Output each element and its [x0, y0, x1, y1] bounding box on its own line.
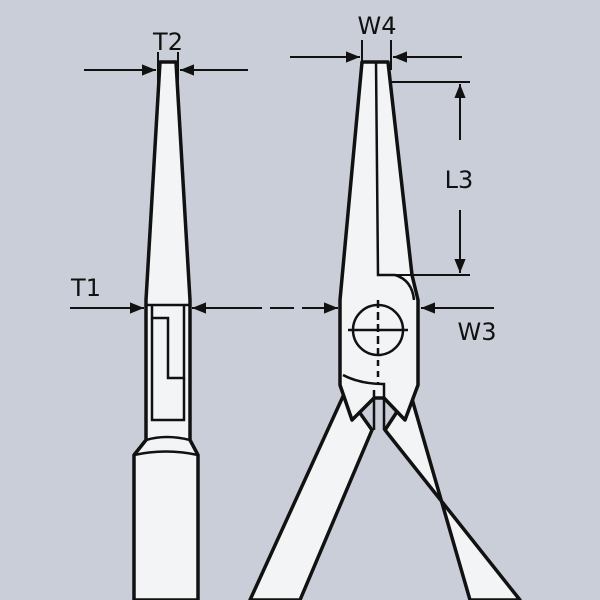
dimension-w3: W3 — [421, 302, 497, 346]
label-w4: W4 — [358, 12, 397, 40]
label-t1: T1 — [70, 274, 101, 302]
dimension-l3: L3 — [392, 81, 474, 276]
side-view-pliers — [132, 60, 200, 600]
label-l3: L3 — [445, 166, 474, 194]
front-view-pliers — [248, 60, 522, 600]
label-w3: W3 — [458, 318, 497, 346]
dimension-t1: T1 — [70, 274, 338, 314]
dimension-w4: W4 — [290, 12, 462, 70]
label-t2: T2 — [152, 28, 183, 56]
dimension-t2: T2 — [84, 28, 248, 82]
